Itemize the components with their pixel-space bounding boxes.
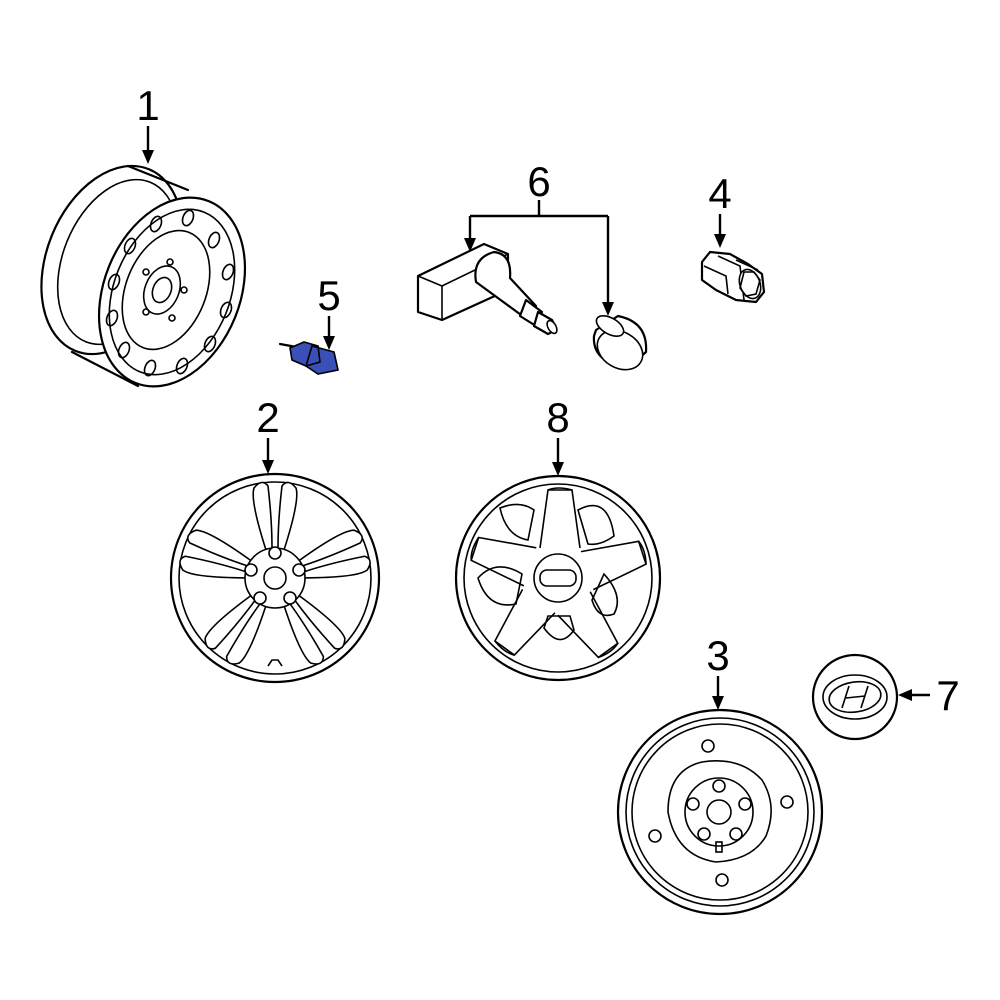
- part-5-valve-stem[interactable]: [278, 341, 339, 375]
- arrow-1: [142, 126, 154, 164]
- callout-2: 2: [256, 394, 279, 441]
- callout-7: 7: [936, 672, 959, 719]
- wheel-2-spokes: [179, 481, 371, 665]
- arrow-7: [898, 689, 930, 701]
- callout-4: 4: [708, 170, 731, 217]
- part-3-spare-wheel[interactable]: [616, 708, 824, 916]
- arrow-6-bracket: [464, 200, 614, 316]
- part-7-center-cap[interactable]: [811, 653, 899, 741]
- callout-5: 5: [317, 272, 340, 319]
- callout-3: 3: [706, 632, 729, 679]
- part-6-tpms-sensor[interactable]: [416, 242, 559, 336]
- wheel-8-windows: [470, 487, 647, 659]
- callout-6: 6: [527, 158, 550, 205]
- arrow-8: [552, 438, 564, 476]
- part-1-steel-wheel[interactable]: [15, 145, 272, 409]
- part-8-wheel-cover[interactable]: [454, 474, 662, 682]
- arrow-3: [712, 676, 724, 710]
- part-2-alloy-wheel[interactable]: [169, 472, 381, 684]
- arrow-4: [714, 214, 726, 248]
- callout-8: 8: [546, 394, 569, 441]
- arrow-5: [323, 316, 335, 350]
- arrow-2: [262, 438, 274, 474]
- part-6-tpms-cap[interactable]: [590, 312, 650, 378]
- part-4-lug-nut[interactable]: [700, 250, 766, 304]
- callout-1: 1: [136, 82, 159, 129]
- brand-emblem-icon: [828, 680, 882, 714]
